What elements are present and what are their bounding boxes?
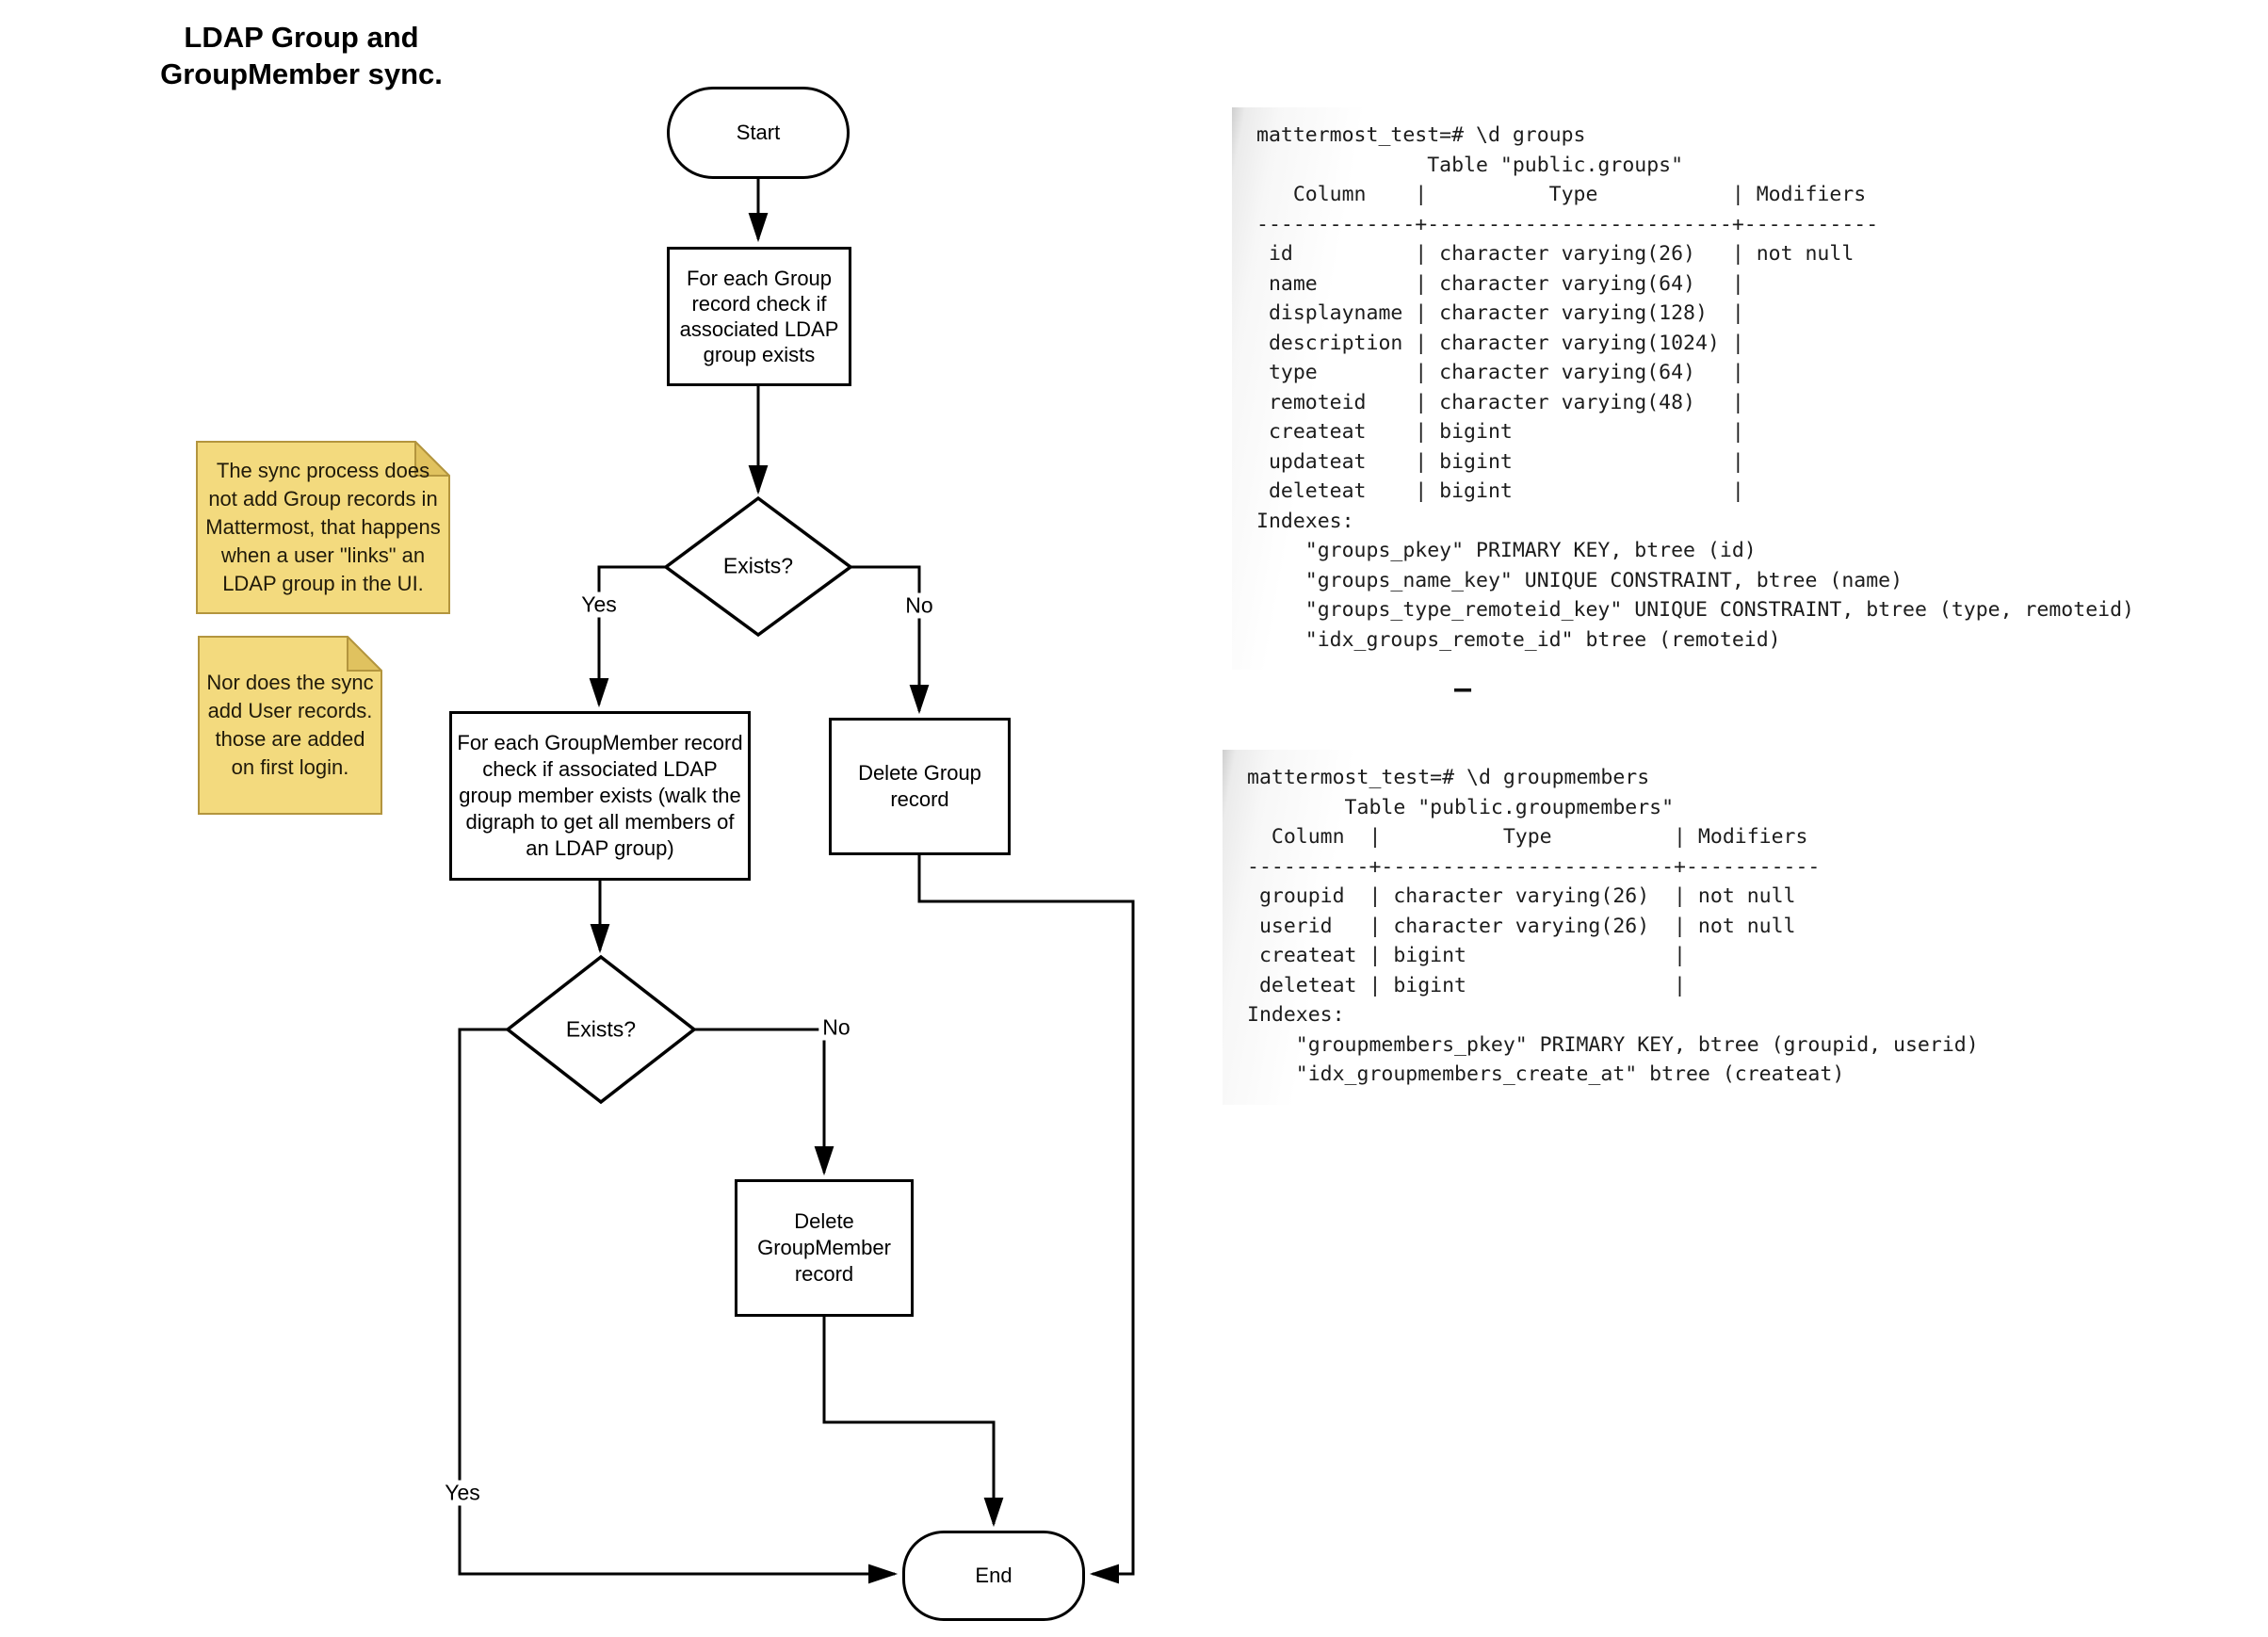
terminal-output-groupmembers: mattermost_test=# \d groupmembers Table … [1223, 750, 2001, 1105]
sticky-note-user-sync: Nor does the sync add User records. thos… [198, 636, 382, 815]
node-delete-groupmember: Delete GroupMember record [735, 1179, 914, 1317]
diagram-title: LDAP Group and GroupMember sync. [160, 21, 443, 90]
node-end: End [902, 1531, 1085, 1621]
sticky-note-text: Nor does the sync add User records. thos… [206, 671, 374, 779]
note-folded-corner [347, 636, 382, 672]
edge-label-member-yes: Yes [441, 1480, 484, 1506]
sticky-note-text: The sync process does not add Group reco… [205, 459, 441, 595]
node-start: Start [667, 87, 850, 179]
sticky-note-shape [196, 441, 450, 614]
decision-group-exists-shape [663, 495, 853, 638]
note-folded-corner [414, 441, 450, 477]
decision-member-exists-shape [505, 954, 697, 1105]
connector-group-yes [589, 565, 667, 708]
terminal-output-groups: mattermost_test=# \d groups Table "publi… [1232, 107, 2157, 670]
decision-member-exists-label: Exists? [565, 1016, 637, 1042]
node-check-groupmember: For each GroupMember record check if ass… [449, 711, 751, 881]
connector-member-yes-to-end [458, 1028, 899, 1584]
connector-delete-group-to-end [917, 855, 1135, 1584]
sticky-note-group-sync: The sync process does not add Group reco… [196, 441, 450, 614]
connector-member-no [693, 1028, 834, 1176]
node-check-group: For each Group record check if associate… [667, 247, 851, 386]
edge-label-member-no: No [818, 1014, 854, 1041]
stray-dash-mark: – [1454, 673, 1472, 705]
edge-label-group-yes: Yes [577, 592, 621, 618]
sticky-note-shape [198, 636, 382, 815]
connector-delete-member-to-end [822, 1317, 1004, 1528]
connector-group-no [850, 565, 930, 715]
decision-group-exists-label: Exists? [722, 553, 794, 578]
edge-label-group-no: No [901, 592, 937, 619]
node-delete-group: Delete Group record [829, 718, 1011, 855]
